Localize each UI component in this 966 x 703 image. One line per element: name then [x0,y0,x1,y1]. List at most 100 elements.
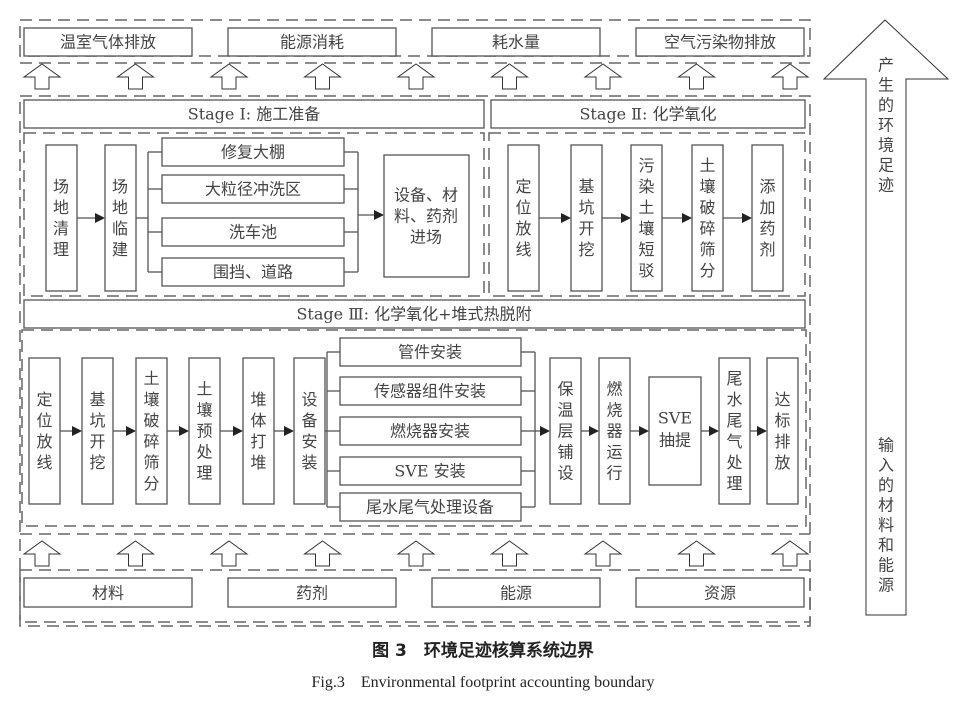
output-label: 能源消耗 [280,33,344,52]
stage1-header [23,99,485,129]
vertical-char: 备 [301,411,317,430]
vertical-char: 碎 [143,432,159,451]
up-arrow-icon [770,63,810,90]
vertical-char: 尾 [726,369,742,388]
vertical-char: 放 [774,453,790,472]
vertical-char: 地 [53,198,69,217]
vertical-char: 药 [759,219,775,238]
stage3-step [242,357,275,505]
up-arrow-icon [770,540,810,567]
stage3-step [135,357,168,505]
input-box [227,577,397,608]
stage2-frame [488,132,806,297]
vertical-char: 坑 [578,198,594,217]
vertical-char: 壤 [638,219,654,238]
vertical-char: 气 [726,432,742,451]
inputs-frame [19,569,811,623]
stage1-branch-label: 大粒径冲洗区 [205,180,301,199]
up-arrow-icon [489,63,530,90]
vertical-char: 污 [638,156,654,175]
vertical-char: 输 [878,436,894,455]
vertical-char: 破 [699,198,715,217]
vertical-char: 材 [878,496,894,515]
output-label: 耗水量 [492,33,540,52]
vertical-char: 清 [53,219,69,238]
up-arrow-icon [489,540,530,567]
vertical-char: 安 [301,432,317,451]
input-label: 材料 [92,584,124,603]
stage1-step [45,144,78,292]
stage3-step [766,357,799,505]
vertical-char: 壤 [699,177,715,196]
up-arrow-icon [302,63,343,90]
vertical-char: 设 [557,464,573,483]
stage1-branch-label: 洗车池 [229,223,277,242]
vertical-char: 碎 [699,219,715,238]
arrowhead-icon [682,213,692,223]
stage1-final-label: 料、药剂 [394,207,458,226]
stage1-step [104,144,137,292]
input-label: 药剂 [296,584,328,603]
vertical-char: 建 [112,240,128,259]
vertical-char: 能 [878,556,894,575]
vertical-char: 挖 [578,240,594,259]
arrowhead-icon [540,426,550,436]
vertical-char: 装 [301,453,317,472]
stage3-header [23,299,806,329]
vertical-char: 挖 [89,453,105,472]
output-label: 空气污染物排放 [664,33,776,52]
vertical-char: 铺 [557,443,573,462]
vertical-char: 标 [774,411,790,430]
stage3-frame [21,329,807,527]
stage3-branch-label: 传感器组件安装 [374,382,486,401]
vertical-char: 生 [878,76,894,95]
output-box [431,27,601,57]
vertical-char: 剂 [759,240,775,259]
stage3-step [718,357,751,505]
arrowhead-icon [589,426,599,436]
vertical-char: 定 [36,390,52,409]
vertical-char: 位 [36,411,52,430]
stage2-header [490,99,806,129]
stage3-branch-box [339,376,522,406]
vertical-char: 保 [557,380,573,399]
side-up-arrow-icon [822,19,950,616]
vertical-char: 的 [878,96,894,115]
vertical-char: 堆 [250,390,266,409]
stage1-final-box [383,154,470,278]
vertical-char: 基 [89,390,105,409]
vertical-char: 体 [250,411,266,430]
stage2-title: Stage Ⅱ: 化学氧化 [579,105,716,124]
vertical-char: 开 [578,219,594,238]
figure-caption-cn: 图 3 环境足迹核算系统边界 [372,641,594,661]
vertical-char: 土 [196,380,212,399]
arrowhead-icon [284,426,294,436]
vertical-char: 尾 [726,411,742,430]
vertical-char: 线 [36,453,52,472]
vertical-char: 处 [726,453,742,472]
input-box [635,577,805,608]
vertical-char: 壤 [143,390,159,409]
vertical-char: 理 [196,464,212,483]
arrowhead-icon [709,426,719,436]
system-frame [19,95,811,627]
stage1-branch-box [161,174,345,204]
vertical-char: 放 [515,219,531,238]
vertical-char: 堆 [250,453,266,472]
vertical-char: 地 [112,198,128,217]
stage2-step [751,144,784,292]
arrowhead-icon [126,426,136,436]
stage2-step [570,144,603,292]
stage3-branch-label: SVE 安装 [394,462,465,481]
input-box [23,577,193,608]
arrowhead-icon [179,426,189,436]
